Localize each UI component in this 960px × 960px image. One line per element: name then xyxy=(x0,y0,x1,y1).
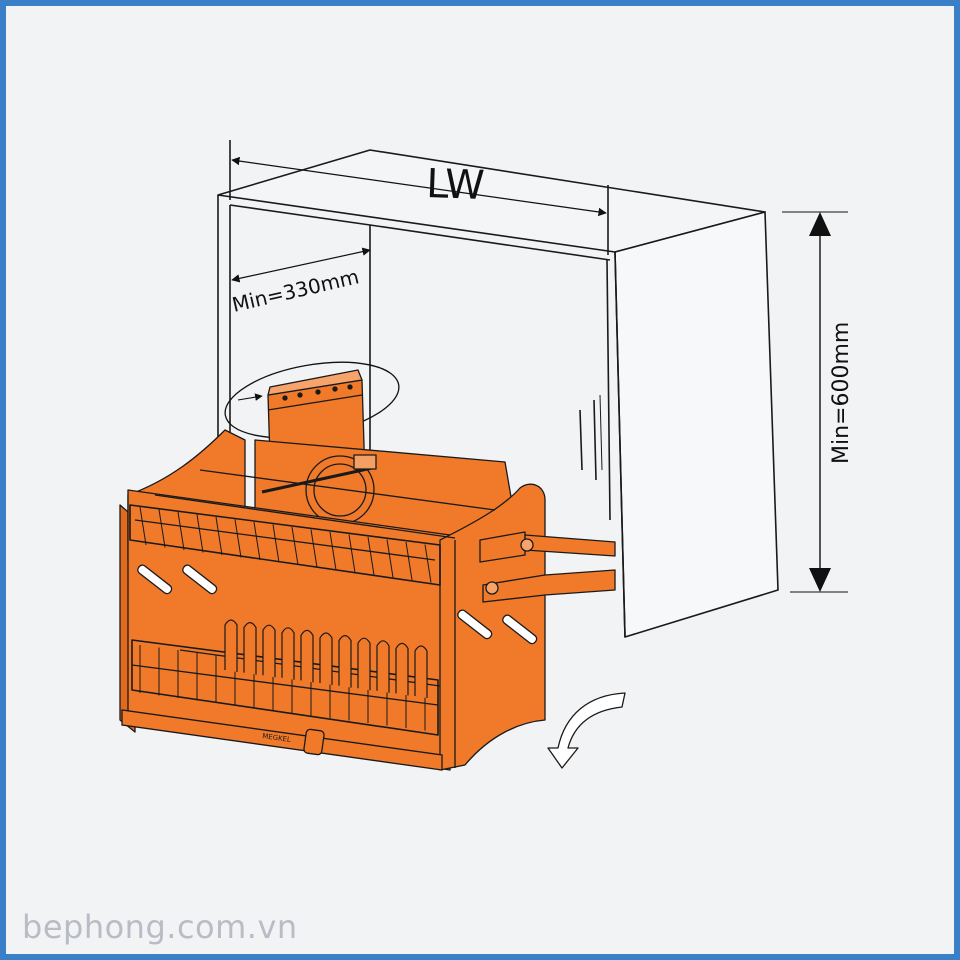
dimension-min-depth: Min=330mm xyxy=(230,247,371,317)
plate-holder-loops xyxy=(224,619,428,698)
watermark-text: bephong.com.vn xyxy=(22,908,298,946)
dimension-min-height: Min=600mm xyxy=(782,211,854,593)
pull-down-arrow-icon xyxy=(547,692,626,769)
dimension-min-height-label: Min=600mm xyxy=(829,322,854,464)
brand-mark: MEGKEL xyxy=(262,732,292,744)
pull-down-basket xyxy=(119,369,546,771)
front-handle-bar: MEGKEL xyxy=(121,709,443,771)
dimension-min-depth-label: Min=330mm xyxy=(230,264,361,316)
dimension-lw-label: LW xyxy=(426,161,486,209)
upper-rack-wires xyxy=(139,506,432,583)
dimension-lw: LW xyxy=(231,156,607,217)
lift-arm xyxy=(479,531,616,603)
